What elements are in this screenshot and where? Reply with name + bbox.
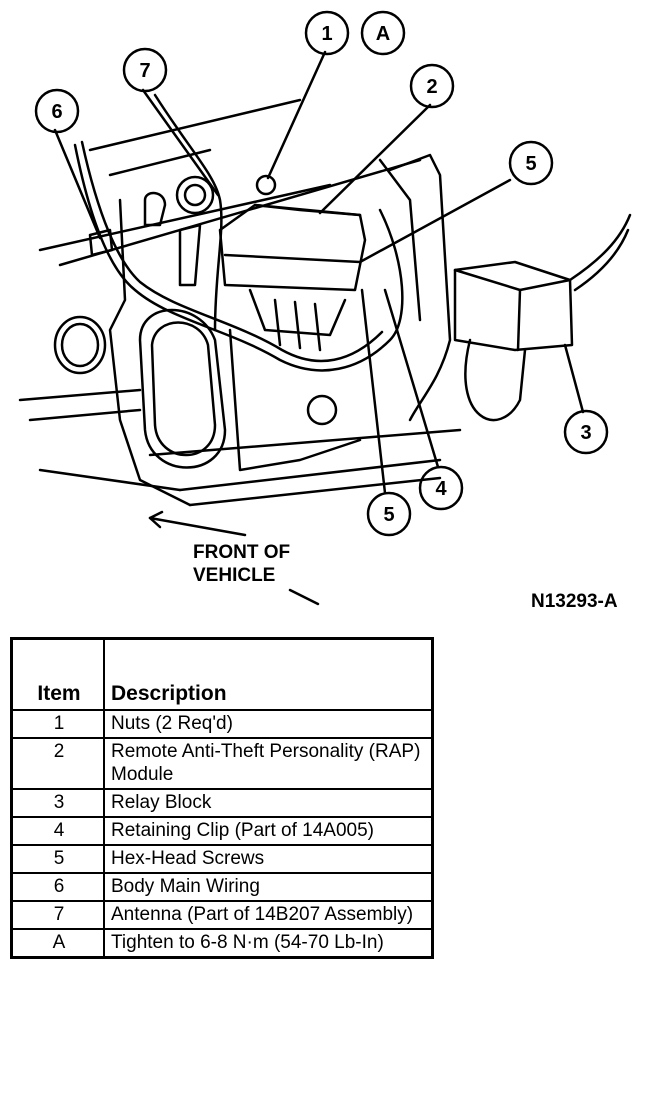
- leader-line: [360, 288, 387, 495]
- item-description: Retaining Clip (Part of 14A005): [103, 816, 434, 846]
- item-number: A: [10, 928, 105, 959]
- callout-2: 2: [426, 76, 437, 98]
- callout-3: 3: [580, 422, 591, 444]
- body-panel-line: [38, 468, 182, 492]
- callout-circle: [360, 10, 406, 56]
- item-number: 5: [10, 844, 105, 874]
- relay-wire: [573, 228, 630, 292]
- parts-legend-table: Item Description 1 Nuts (2 Req'd) 2 Remo…: [10, 637, 434, 959]
- leader-line: [358, 178, 512, 264]
- leader-line: [53, 128, 102, 240]
- front-arrow-head: [148, 510, 164, 529]
- table-row: 3 Relay Block: [10, 788, 434, 818]
- callout-circle: [563, 409, 609, 455]
- item-number: 3: [10, 788, 105, 818]
- leader-line: [383, 288, 440, 469]
- item-description: Hex-Head Screws: [103, 844, 434, 874]
- callout-5-upper: 5: [525, 153, 536, 175]
- item-number: 4: [10, 816, 105, 846]
- mount-bracket: [388, 153, 452, 422]
- table-header-row: Item Description: [10, 637, 434, 711]
- figure-id: N13293-A: [531, 591, 618, 612]
- rap-module-fins: [273, 298, 322, 352]
- item-column-header: Item: [10, 637, 105, 711]
- callout-7: 7: [139, 60, 150, 82]
- item-description: Body Main Wiring: [103, 872, 434, 902]
- speaker-opening-inner: [150, 321, 217, 457]
- table-row: 5 Hex-Head Screws: [10, 844, 434, 874]
- callout-a: A: [376, 23, 390, 45]
- callout-circle: [34, 88, 80, 134]
- table-row: 2 Remote Anti-Theft Personality (RAP) Mo…: [10, 737, 434, 790]
- callout-circle: [304, 10, 350, 56]
- callout-1: 1: [321, 23, 332, 45]
- body-panel-line: [18, 388, 142, 402]
- body-panel-line: [188, 476, 442, 507]
- front-arrow-tail: [288, 588, 320, 606]
- item-description: Remote Anti-Theft Personality (RAP) Modu…: [103, 737, 434, 790]
- body-panel-line: [28, 408, 142, 422]
- table-row: A Tighten to 6-8 N·m (54-70 Lb-In): [10, 928, 434, 959]
- body-panel-line: [88, 98, 302, 152]
- leader-line: [318, 103, 432, 215]
- wiring-harness-edge: [80, 140, 384, 363]
- quarter-panel-edge: [228, 328, 362, 472]
- item-number: 6: [10, 872, 105, 902]
- item-number: 1: [10, 709, 105, 739]
- callout-circle: [418, 465, 464, 511]
- callout-4: 4: [435, 478, 447, 500]
- item-description: Nuts (2 Req'd): [103, 709, 434, 739]
- body-panel-line: [58, 158, 422, 267]
- item-number: 7: [10, 900, 105, 930]
- rap-module-top: [253, 203, 362, 217]
- access-hole: [306, 394, 338, 426]
- rap-module: [218, 203, 367, 292]
- antenna-base-inner: [183, 183, 207, 207]
- callout-circle: [122, 47, 168, 93]
- relay-strap: [464, 338, 527, 422]
- bracket-clip: [178, 223, 202, 287]
- relay-wire: [568, 213, 632, 282]
- callout-5-lower: 5: [383, 504, 394, 526]
- antenna-lead: [153, 93, 223, 332]
- description-column-header: Description: [103, 637, 434, 711]
- callout-6: 6: [51, 101, 62, 123]
- table-row: 7 Antenna (Part of 14B207 Assembly): [10, 900, 434, 930]
- item-description: Tighten to 6-8 N·m (54-70 Lb-In): [103, 928, 434, 959]
- leader-line: [266, 50, 327, 180]
- bracket-clip: [143, 191, 167, 227]
- relay-block-top: [453, 268, 572, 292]
- callout-circle: [508, 140, 554, 186]
- table-row: 4 Retaining Clip (Part of 14A005): [10, 816, 434, 846]
- speaker-opening: [138, 308, 227, 469]
- table-row: 6 Body Main Wiring: [10, 872, 434, 902]
- item-number: 2: [10, 737, 105, 790]
- round-opening-inner: [60, 322, 100, 368]
- front-arrow: [148, 516, 247, 537]
- body-panel-line: [38, 183, 332, 252]
- relay-block-face: [516, 288, 522, 352]
- nut: [255, 174, 277, 196]
- harness-connector: [88, 228, 114, 257]
- item-description: Relay Block: [103, 788, 434, 818]
- table-row: 1 Nuts (2 Req'd): [10, 709, 434, 739]
- mount-bracket-edge: [378, 158, 422, 322]
- rap-module-face: [223, 253, 362, 264]
- front-of-vehicle-label-line1: FRONT OF: [193, 542, 290, 563]
- body-panel-line: [178, 458, 442, 492]
- callout-circle: [366, 491, 412, 537]
- body-panel-line: [108, 148, 212, 177]
- exploded-view-illustration: 1 A 7 2 6 5 3 4 5 FRONT OF VEHICLE N1329…: [18, 10, 632, 612]
- item-description: Antenna (Part of 14B207 Assembly): [103, 900, 434, 930]
- body-panel-line: [148, 428, 462, 457]
- antenna-base: [175, 175, 215, 215]
- leader-line: [563, 343, 585, 414]
- front-of-vehicle-label-line2: VEHICLE: [193, 565, 275, 586]
- round-opening: [53, 315, 107, 375]
- relay-block: [453, 260, 574, 352]
- leader-line: [141, 88, 220, 197]
- wiring-harness: [73, 143, 404, 372]
- callout-circle: [409, 63, 455, 109]
- quarter-panel: [108, 198, 192, 507]
